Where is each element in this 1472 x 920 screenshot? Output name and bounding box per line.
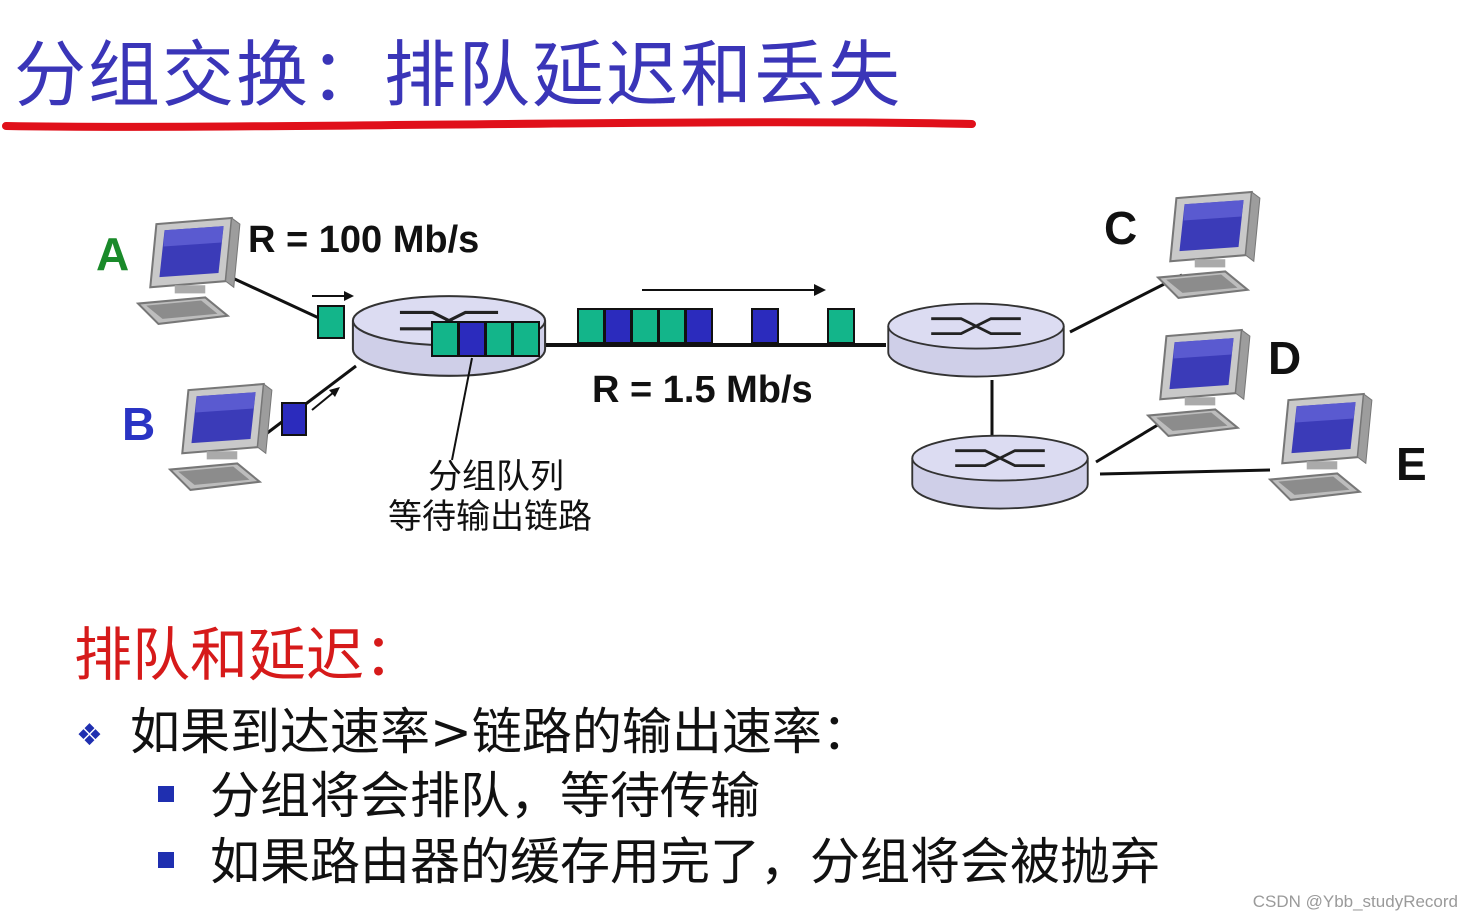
link-packet: [751, 308, 779, 344]
square-bullet-icon: [158, 785, 174, 802]
link-packet: [604, 308, 632, 344]
link-router-d: [1095, 418, 1167, 464]
host-d-computer: [1147, 329, 1251, 437]
queued-packet: [458, 321, 486, 357]
packet-b-arriving: [281, 402, 307, 436]
host-label-e: E: [1396, 438, 1427, 490]
sub-bullet-2: 如果路由器的缓存用完了，分组将会被抛弃: [158, 822, 1160, 894]
slide-title: 分组交换：排队延迟和丢失: [14, 33, 903, 117]
link-packets: [577, 308, 855, 344]
square-bullet-icon: [158, 851, 174, 868]
link-a-router: [225, 273, 335, 327]
arrow-outgoing: [642, 284, 826, 296]
queue-label-line2: 等待输出链路: [388, 497, 592, 537]
router-queue: [431, 321, 540, 357]
host-label-a: A: [96, 228, 129, 280]
title-underline: [2, 118, 976, 131]
host-e-computer: [1269, 393, 1373, 501]
link-router-c: [1069, 273, 1183, 334]
link-packet: [827, 308, 855, 344]
host-b-computer: [169, 383, 273, 491]
diamond-bullet-icon: ❖: [76, 718, 103, 753]
packet-a-arriving: [317, 305, 345, 339]
link-packet: [658, 308, 686, 344]
output-link-rate: R = 1.5 Mb/s: [592, 369, 813, 411]
queued-packet: [485, 321, 513, 357]
watermark: CSDN @Ybb_studyRecord: [1252, 892, 1458, 911]
link-packet: [631, 308, 659, 344]
arrow-from-b: [311, 387, 340, 411]
host-a-computer: [137, 217, 241, 325]
link-router-e: [1099, 468, 1271, 476]
queued-packet: [512, 321, 540, 357]
link-packet: [685, 308, 713, 344]
host-label-c: C: [1104, 202, 1137, 254]
section-heading: 排队和延迟：: [74, 621, 423, 689]
arrow-from-a: [312, 291, 354, 301]
network-diagram: A B C D E R = 100 Mb/s R = 1.5 Mb/s 分组: [96, 191, 1427, 537]
host-label-b: B: [122, 398, 155, 450]
queue-label-line1: 分组队列: [428, 457, 564, 497]
host-label-d: D: [1268, 332, 1301, 384]
sub-bullet-2-text: 如果路由器的缓存用完了，分组将会被抛弃: [210, 833, 1160, 891]
queued-packet: [431, 321, 459, 357]
queue-callout-line: [451, 357, 473, 461]
host-c-computer: [1157, 191, 1261, 299]
bullet-main: ❖ 如果到达速率>链路的输出速率：: [76, 692, 872, 764]
router-right-bottom: [910, 434, 1090, 511]
sub-bullet-1: 分组将会排队，等待传输: [158, 756, 760, 828]
input-link-rate: R = 100 Mb/s: [248, 219, 479, 261]
link-packet: [577, 308, 605, 344]
sub-bullet-1-text: 分组将会排队，等待传输: [210, 767, 760, 825]
bullet-main-text: 如果到达速率>链路的输出速率：: [130, 703, 872, 761]
router-right-top: [886, 302, 1066, 379]
